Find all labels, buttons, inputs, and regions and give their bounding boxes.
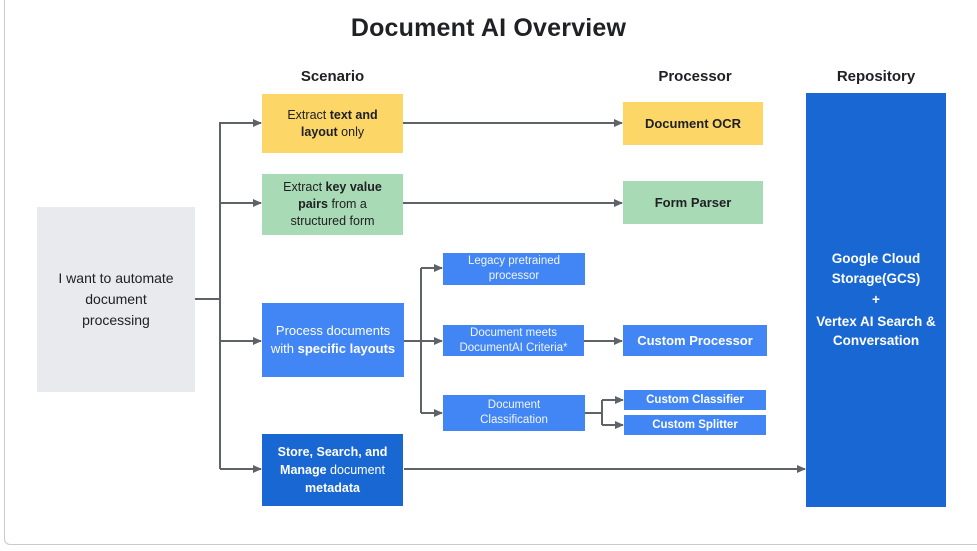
column-header-scenario: Scenario <box>300 68 365 85</box>
repository-plus: + <box>872 292 880 308</box>
form-parser-label: Form Parser <box>654 195 732 210</box>
scenario-box-store-search-manage: Store, Search, and Manage document metad… <box>262 434 403 506</box>
processor-box-form-parser: Form Parser <box>623 181 763 224</box>
option-box-legacy-pretrained-processor: Legacy pretrained processor <box>443 253 585 285</box>
start-box: I want to automate document processing <box>37 207 195 392</box>
repository-box: Google Cloud Storage(GCS) + Vertex AI Se… <box>806 93 946 507</box>
start-box-label: I want to automate document processing <box>58 270 174 328</box>
scenario-box-extract-key-value: Extract key value pairs from a structure… <box>262 174 403 235</box>
custom-classifier-label: Custom Classifier <box>646 394 744 406</box>
scenario-box-specific-layouts: Process documents with specific layouts <box>262 303 404 377</box>
scenario-extract-text-label: Extract text and layout only <box>287 107 378 139</box>
diagram-title: Document AI Overview <box>350 14 627 42</box>
option-box-document-classification: Document Classification <box>443 395 585 431</box>
custom-processor-label: Custom Processor <box>637 333 753 348</box>
processor-box-custom-splitter: Custom Splitter <box>624 415 766 435</box>
scenario-box-extract-text-layout: Extract text and layout only <box>262 94 403 153</box>
legacy-processor-label: Legacy pretrained processor <box>467 255 561 282</box>
column-header-processor: Processor <box>658 68 732 85</box>
scenario-extract-kv-label: Extract key value pairs from a structure… <box>283 180 382 228</box>
repository-line1: Google Cloud Storage(GCS) <box>831 251 921 286</box>
processor-box-custom-processor: Custom Processor <box>623 325 767 356</box>
column-header-repository: Repository <box>836 68 916 85</box>
repository-line2: Vertex AI Search & Conversation <box>816 313 936 349</box>
custom-splitter-label: Custom Splitter <box>652 419 738 431</box>
scenario-specific-layouts-label: Process documents with specific layouts <box>270 322 396 356</box>
processor-box-custom-classifier: Custom Classifier <box>624 390 766 410</box>
document-ocr-label: Document OCR <box>644 116 742 131</box>
processor-box-document-ocr: Document OCR <box>623 102 763 145</box>
option-box-documentai-criteria: Document meets DocumentAI Criteria* <box>443 325 584 356</box>
store-search-manage-label: Store, Search, and Manage document metad… <box>277 444 388 496</box>
document-classification-label: Document Classification <box>480 399 548 426</box>
documentai-criteria-label: Document meets DocumentAI Criteria* <box>459 326 568 354</box>
